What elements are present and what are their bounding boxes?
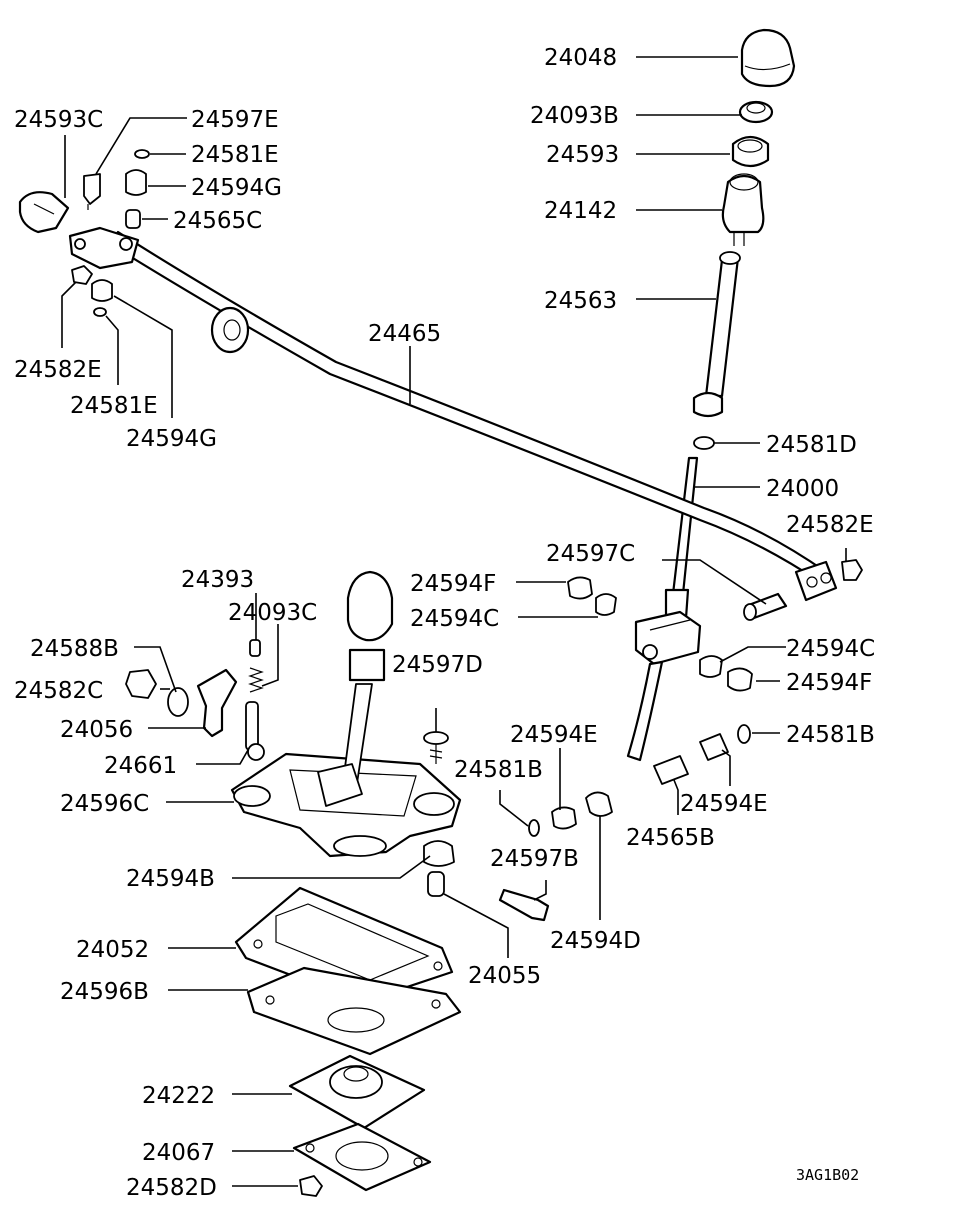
part-label[interactable]: 24582C [14, 678, 103, 704]
part-label[interactable]: 24593C [14, 107, 103, 133]
part-label[interactable]: 24067 [142, 1140, 215, 1166]
part-label[interactable]: 24222 [142, 1083, 215, 1109]
bushing-24594E-left[interactable] [551, 806, 577, 830]
bushing-24594G-low[interactable] [91, 279, 113, 302]
clip-24593C[interactable] [18, 191, 70, 234]
part-label[interactable]: 24597E [191, 107, 279, 133]
part-label[interactable]: 24582D [126, 1175, 217, 1201]
bolt-24597D[interactable] [423, 731, 449, 764]
pin-24597C[interactable] [743, 592, 788, 621]
boot-plate-24222[interactable] [288, 1054, 426, 1130]
pin-24055[interactable] [427, 871, 445, 897]
part-label[interactable]: 24093B [530, 103, 619, 129]
bolt-24582D[interactable] [299, 1175, 323, 1197]
part-label[interactable]: 24596B [60, 979, 149, 1005]
bushing-24594E-right[interactable] [699, 733, 729, 761]
part-label[interactable]: 24588B [30, 636, 119, 662]
part-label[interactable]: 24581D [766, 432, 857, 458]
washer-24588B[interactable] [167, 687, 189, 717]
select-lever-24056[interactable] [196, 668, 238, 738]
part-label[interactable]: 24581B [786, 722, 875, 748]
part-label[interactable]: 24594F [410, 571, 496, 597]
part-label[interactable]: 24000 [766, 476, 839, 502]
part-label[interactable]: 24581E [191, 142, 279, 168]
collar-24565C[interactable] [125, 209, 141, 229]
diagram-code: 3AG1B02 [796, 1166, 859, 1184]
shift-knob-24048[interactable] [740, 28, 796, 88]
part-label[interactable]: 24565C [173, 208, 262, 234]
part-label[interactable]: 24661 [104, 753, 177, 779]
leader-lines [61, 56, 847, 1187]
part-label[interactable]: 24594B [126, 866, 215, 892]
bushing-24594C-left[interactable] [595, 593, 617, 616]
part-label[interactable]: 24596C [60, 791, 149, 817]
part-label[interactable]: 24393 [181, 567, 254, 593]
bushing-24594D[interactable] [585, 791, 613, 817]
part-label[interactable]: 24581E [70, 393, 158, 419]
nut-24582E-left[interactable] [71, 265, 93, 285]
boot-24142[interactable] [721, 173, 765, 246]
part-label[interactable]: 24142 [544, 198, 617, 224]
cover-plate-24067[interactable] [292, 1122, 432, 1192]
o-ring-24581D[interactable] [693, 436, 715, 450]
lever-rod-24563[interactable] [692, 251, 741, 418]
boot-ring-24593[interactable] [731, 135, 770, 168]
part-label[interactable]: 24465 [368, 321, 441, 347]
shifter-housing-24596C[interactable] [230, 752, 462, 858]
part-label[interactable]: 24093C [228, 600, 317, 626]
part-label[interactable]: 24594G [191, 175, 282, 201]
part-label[interactable]: 24594C [410, 606, 499, 632]
nut-24582E-right[interactable] [841, 559, 863, 581]
pin-24597E[interactable] [83, 173, 101, 210]
part-label[interactable]: 24594D [550, 928, 641, 954]
part-label[interactable]: 24594F [786, 670, 872, 696]
gasket-24596B[interactable] [246, 966, 462, 1056]
part-label[interactable]: 24052 [76, 937, 149, 963]
part-labels: 24048 24093B 24593 24142 24563 24593C 24… [14, 45, 875, 1201]
part-label[interactable]: 24582E [14, 357, 102, 383]
part-label[interactable]: 24565B [626, 825, 715, 851]
part-label[interactable]: 24582E [786, 512, 874, 538]
bushing-24594B[interactable] [423, 840, 455, 867]
housing-shift-lever[interactable] [317, 570, 394, 807]
bushing-24594G-top[interactable] [125, 169, 147, 196]
o-ring-24581B-right[interactable] [737, 724, 751, 744]
pin-24597B[interactable] [498, 888, 550, 922]
o-ring-24581B-left[interactable] [528, 819, 540, 837]
collar-24565B[interactable] [653, 755, 689, 785]
part-label[interactable]: 24594C [786, 636, 875, 662]
rod-end-bracket-left[interactable] [68, 226, 140, 270]
bushing-24594F-right[interactable] [727, 667, 753, 692]
o-ring-24581E-low[interactable] [93, 307, 107, 317]
part-label[interactable]: 24594E [680, 791, 768, 817]
part-label[interactable]: 24593 [546, 142, 619, 168]
part-label[interactable]: 24597B [490, 846, 579, 872]
part-label[interactable]: 24594E [510, 722, 598, 748]
lever-shaft-24000[interactable] [626, 456, 702, 762]
nut-24582C[interactable] [125, 669, 157, 699]
part-label[interactable]: 24563 [544, 288, 617, 314]
bushing-24594C-right[interactable] [699, 655, 723, 678]
part-label[interactable]: 24597C [546, 541, 635, 567]
o-ring-24581E-top[interactable] [134, 149, 150, 159]
part-label[interactable]: 24594G [126, 426, 217, 452]
part-label[interactable]: 24048 [544, 45, 617, 71]
rod-end-bracket-right[interactable] [794, 560, 838, 602]
bushing-24594F-left[interactable] [567, 576, 593, 600]
part-label[interactable]: 24597D [392, 652, 483, 678]
spring-24093C[interactable] [248, 667, 264, 693]
part-label[interactable]: 24055 [468, 963, 541, 989]
part-label[interactable]: 24056 [60, 717, 133, 743]
pin-24393[interactable] [249, 639, 261, 657]
part-label[interactable]: 24581B [454, 757, 543, 783]
pin-24661[interactable] [245, 701, 265, 761]
bushing-24093B[interactable] [738, 100, 774, 124]
